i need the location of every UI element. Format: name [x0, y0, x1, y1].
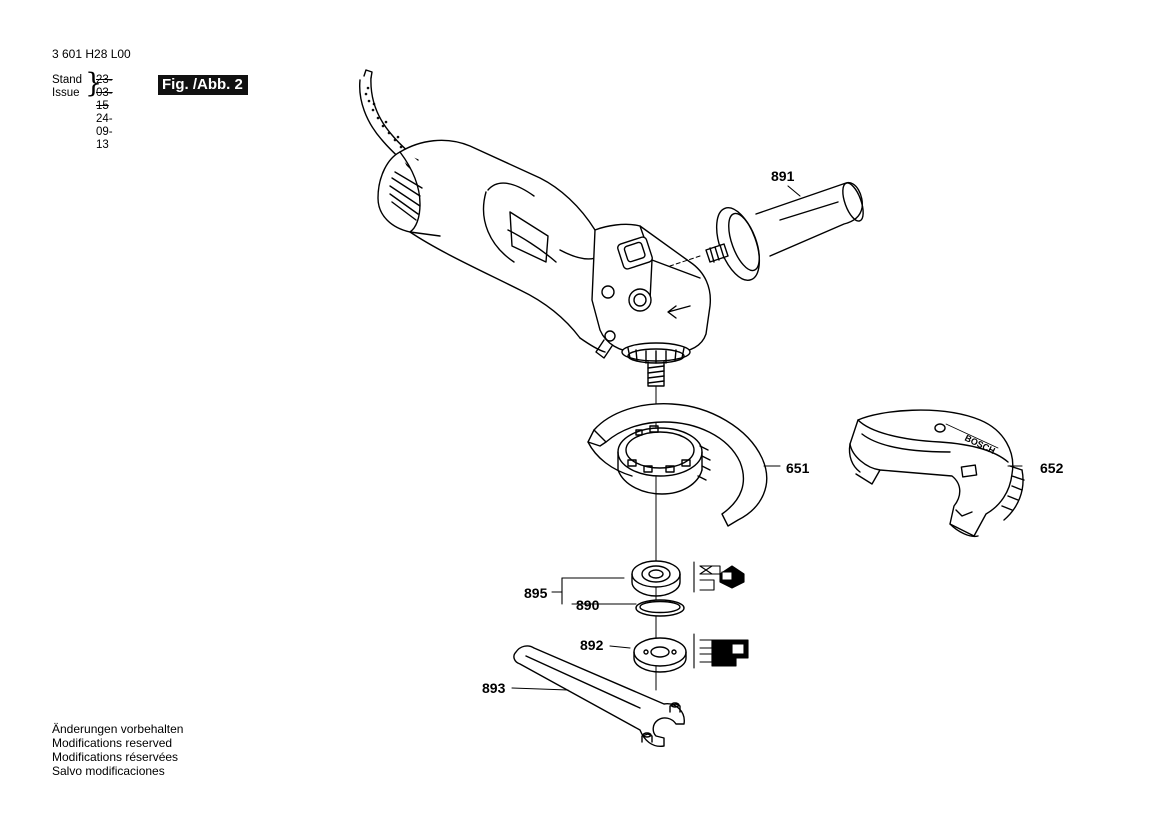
callout-651: 651 — [786, 460, 810, 476]
clamping-flange — [631, 560, 681, 597]
note-french: Modifications réservées — [52, 750, 179, 764]
figure-label: Fig. /Abb. 2 — [158, 75, 248, 95]
cutting-guard-652 — [848, 409, 1025, 538]
stand-label: Stand — [52, 74, 83, 86]
callout-891: 891 — [771, 168, 795, 184]
callout-890: 890 — [576, 597, 600, 613]
flange-section-profile — [693, 561, 745, 593]
callout-652: 652 — [1040, 460, 1064, 476]
two-pin-spanner — [513, 645, 685, 747]
revision-labels: Stand Issue — [52, 74, 82, 100]
grinder-body — [377, 139, 712, 387]
issue-label: Issue — [52, 87, 80, 99]
o-ring — [635, 599, 685, 617]
note-german: Änderungen vorbehalten — [52, 722, 184, 736]
stand-date: 23-03-15 — [96, 74, 113, 112]
note-english: Modifications reserved — [52, 736, 173, 750]
callout-893: 893 — [482, 680, 506, 696]
modification-notes: Änderungen vorbehalten Modifications res… — [52, 722, 183, 778]
protection-guard-651 — [587, 403, 768, 527]
note-spanish: Salvo modificaciones — [52, 764, 165, 778]
brace-symbol: } — [85, 68, 103, 99]
document-number: 3 601 H28 L00 — [52, 47, 131, 61]
leader-lines — [511, 185, 1023, 691]
clamping-nut — [633, 637, 687, 673]
auxiliary-handle — [669, 182, 864, 281]
callout-895: 895 — [524, 585, 548, 601]
issue-date: 24-09-13 — [96, 113, 113, 151]
revision-dates: 23-03-15 24-09-13 — [96, 74, 113, 152]
callout-892: 892 — [580, 637, 604, 653]
nut-section-profile — [693, 633, 749, 669]
